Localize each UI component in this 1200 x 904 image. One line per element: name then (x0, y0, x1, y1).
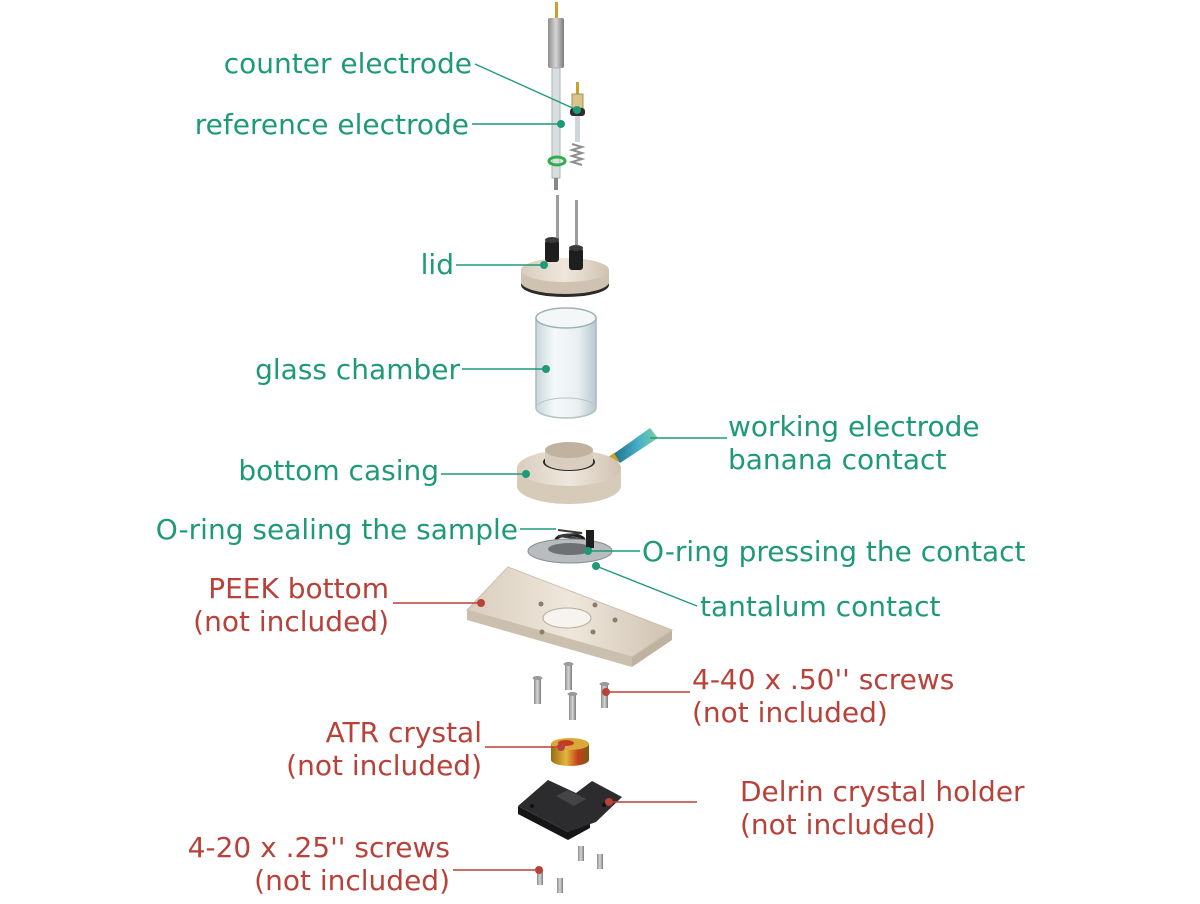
screws-440-part (532, 662, 610, 720)
label-lid: lid (420, 248, 454, 281)
label-peek-bottom-line1: PEEK bottom (208, 572, 389, 605)
label-reference-electrode: reference electrode (194, 108, 469, 141)
bottom-casing-part (517, 442, 621, 504)
label-delrin-holder: Delrin crystal holder (not included) (740, 775, 1025, 841)
label-peek-bottom: PEEK bottom (not included) (193, 572, 389, 638)
anchor-dots (477, 106, 613, 874)
glass-chamber-part (535, 307, 597, 419)
peek-bottom-part (466, 566, 674, 667)
label-screws-420: 4-20 x .25'' screws (not included) (188, 831, 450, 897)
lid-part (521, 237, 609, 297)
leader-tantalum-contact (595, 565, 698, 607)
electrode-pins (556, 195, 578, 245)
label-working-electrode-line1: working electrode (728, 410, 980, 443)
label-working-electrode-line2: banana contact (728, 443, 947, 476)
label-screws-420-line2: (not included) (254, 864, 450, 897)
label-bottom-casing: bottom casing (238, 454, 439, 487)
label-screws-440: 4-40 x .50'' screws (not included) (692, 663, 954, 729)
label-atr-crystal-line2: (not included) (286, 749, 482, 782)
label-screws-440-line2: (not included) (692, 696, 888, 729)
delrin-holder-part (518, 780, 622, 840)
label-working-electrode: working electrode banana contact (728, 410, 980, 476)
label-oring-contact: O-ring pressing the contact (642, 535, 1026, 568)
atr-crystal-part (551, 738, 589, 766)
counter-electrode-part (547, 2, 567, 190)
label-oring-sample: O-ring sealing the sample (155, 513, 518, 546)
label-delrin-holder-line1: Delrin crystal holder (740, 775, 1025, 808)
leader-lines (393, 63, 727, 871)
label-atr-crystal-line1: ATR crystal (325, 716, 482, 749)
label-tantalum-contact: tantalum contact (700, 590, 941, 623)
label-screws-440-line1: 4-40 x .50'' screws (692, 663, 955, 696)
label-glass-chamber: glass chamber (255, 353, 460, 386)
label-delrin-holder-line2: (not included) (740, 808, 936, 841)
label-counter-electrode: counter electrode (223, 47, 472, 80)
screws-420-part (537, 846, 603, 893)
label-peek-bottom-line2: (not included) (193, 605, 389, 638)
reference-electrode-part (568, 82, 586, 166)
label-atr-crystal: ATR crystal (not included) (286, 716, 482, 782)
leader-counter-electrode (474, 63, 578, 111)
label-screws-420-line1: 4-20 x .25'' screws (187, 831, 450, 864)
